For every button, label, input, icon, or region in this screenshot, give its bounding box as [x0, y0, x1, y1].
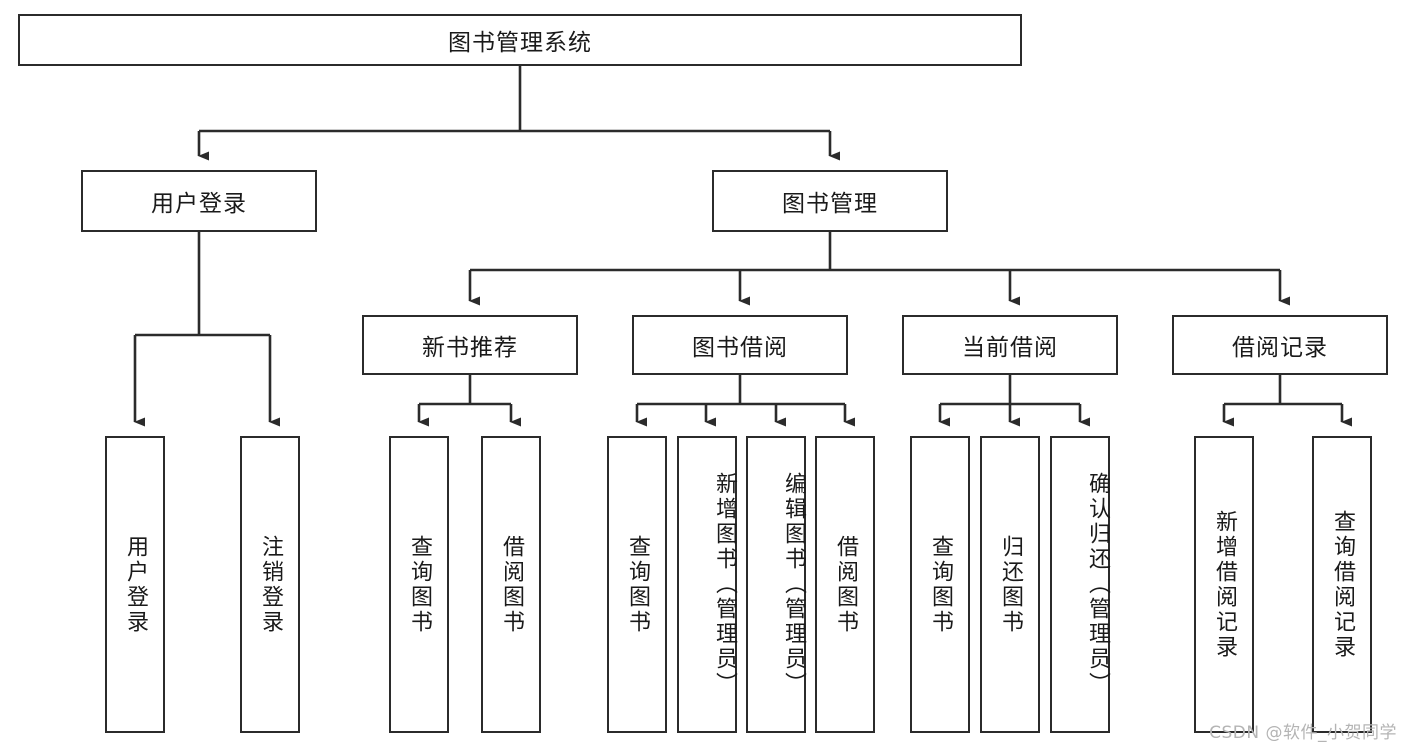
- node-current-borrow[interactable]: 当前借阅: [902, 315, 1118, 375]
- node-leaf-return-book[interactable]: 归还图书: [980, 436, 1040, 733]
- node-new-book-recommend[interactable]: 新书推荐: [362, 315, 578, 375]
- node-leaf-confirm-return-label: 确认归还（管理员）: [1085, 472, 1110, 697]
- node-new-book-recommend-label: 新书推荐: [422, 335, 518, 361]
- node-leaf-query-book-current[interactable]: 查询图书: [910, 436, 970, 733]
- node-borrow-record-label: 借阅记录: [1232, 335, 1328, 361]
- node-user-login-label: 用户登录: [151, 191, 247, 217]
- node-book-borrow[interactable]: 图书借阅: [632, 315, 848, 375]
- node-borrow-record[interactable]: 借阅记录: [1172, 315, 1388, 375]
- node-leaf-add-borrow-record[interactable]: 新增借阅记录: [1194, 436, 1254, 733]
- node-leaf-borrow-book-label: 借阅图书: [833, 534, 858, 635]
- node-user-login[interactable]: 用户登录: [81, 170, 317, 232]
- node-leaf-query-book-borrow-label: 查询图书: [625, 534, 650, 635]
- node-leaf-query-borrow-record-label: 查询借阅记录: [1330, 509, 1355, 660]
- node-leaf-logout-label: 注销登录: [258, 534, 283, 635]
- node-leaf-borrow-book[interactable]: 借阅图书: [815, 436, 875, 733]
- node-leaf-query-book-current-label: 查询图书: [928, 534, 953, 635]
- node-leaf-add-book-label: 新增图书（管理员）: [712, 472, 737, 697]
- node-current-borrow-label: 当前借阅: [962, 335, 1058, 361]
- node-leaf-user-login[interactable]: 用户登录: [105, 436, 165, 733]
- node-leaf-user-login-label: 用户登录: [123, 534, 148, 635]
- node-leaf-edit-book[interactable]: 编辑图书（管理员）: [746, 436, 806, 733]
- node-leaf-query-book-recommend[interactable]: 查询图书: [389, 436, 449, 733]
- node-leaf-logout[interactable]: 注销登录: [240, 436, 300, 733]
- node-book-management[interactable]: 图书管理: [712, 170, 948, 232]
- node-leaf-borrow-book-recommend[interactable]: 借阅图书: [481, 436, 541, 733]
- node-leaf-query-book-borrow[interactable]: 查询图书: [607, 436, 667, 733]
- node-leaf-return-book-label: 归还图书: [998, 534, 1023, 635]
- node-root-label: 图书管理系统: [448, 30, 592, 56]
- node-book-borrow-label: 图书借阅: [692, 335, 788, 361]
- node-leaf-query-book-recommend-label: 查询图书: [407, 534, 432, 635]
- node-leaf-query-borrow-record[interactable]: 查询借阅记录: [1312, 436, 1372, 733]
- node-leaf-borrow-book-recommend-label: 借阅图书: [499, 534, 524, 635]
- node-leaf-add-book[interactable]: 新增图书（管理员）: [677, 436, 737, 733]
- node-leaf-confirm-return[interactable]: 确认归还（管理员）: [1050, 436, 1110, 733]
- node-root[interactable]: 图书管理系统: [18, 14, 1022, 66]
- node-leaf-add-borrow-record-label: 新增借阅记录: [1212, 509, 1237, 660]
- node-leaf-edit-book-label: 编辑图书（管理员）: [781, 472, 806, 697]
- node-book-management-label: 图书管理: [782, 191, 878, 217]
